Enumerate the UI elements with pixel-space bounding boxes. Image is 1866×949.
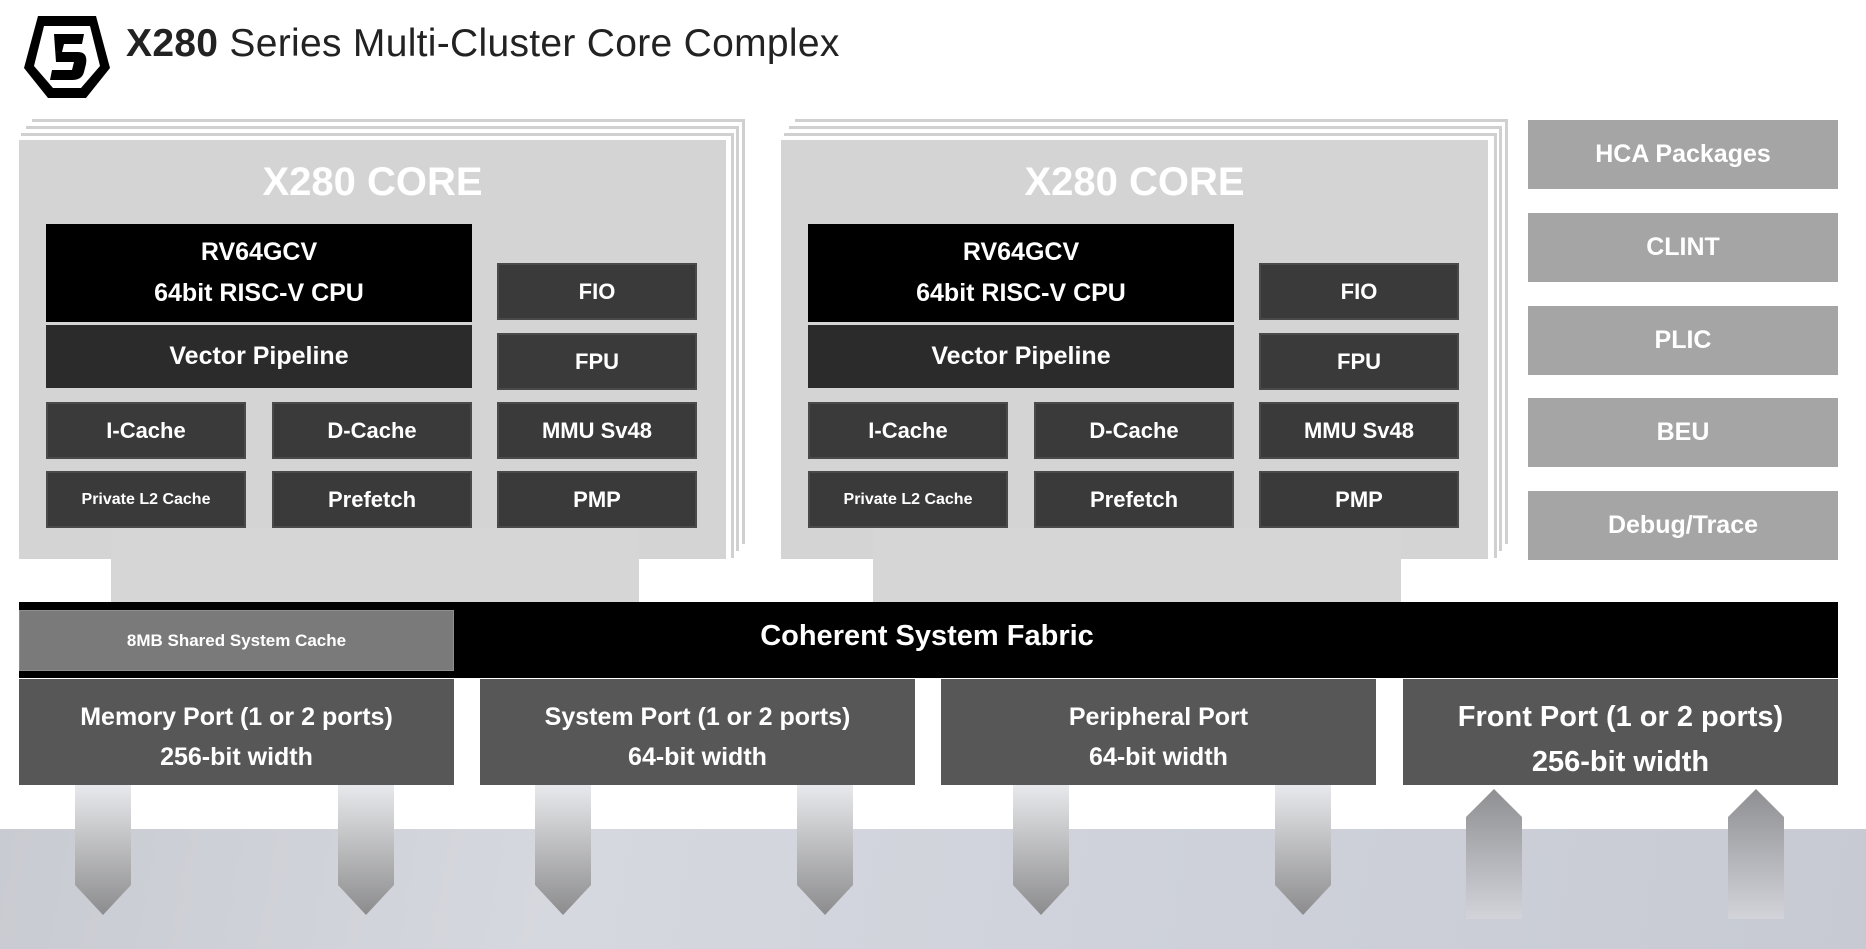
- vector-pipeline: Vector Pipeline: [808, 325, 1234, 388]
- cpu-desc: 64bit RISC-V CPU: [916, 279, 1126, 307]
- beu-block: BEU: [1528, 398, 1838, 467]
- pmp-block: PMP: [1259, 471, 1459, 528]
- system-port: System Port (1 or 2 ports) 64-bit width: [480, 679, 915, 785]
- icache-block: I-Cache: [46, 402, 246, 459]
- prefetch-block: Prefetch: [272, 471, 472, 528]
- logo-icon: [24, 16, 110, 98]
- page-title: X280 Series Multi-Cluster Core Complex: [126, 22, 840, 66]
- prefetch-block: Prefetch: [1034, 471, 1234, 528]
- port-width: 64-bit width: [1089, 743, 1228, 771]
- port-width: 256-bit width: [1531, 746, 1710, 778]
- plic-block: PLIC: [1528, 306, 1838, 375]
- title-text: Series Multi-Cluster Core Complex: [218, 22, 840, 65]
- port-name: System Port (1 or 2 ports): [544, 703, 851, 731]
- port-name: Front Port (1 or 2 ports): [1457, 701, 1784, 733]
- down-arrow-icon: [1275, 785, 1331, 915]
- front-port: Front Port (1 or 2 ports) 256-bit width: [1403, 679, 1838, 785]
- clint-block: CLINT: [1528, 213, 1838, 282]
- fio-block: FIO: [1259, 263, 1459, 320]
- cpu-desc: 64bit RISC-V CPU: [154, 279, 364, 307]
- fpu-block: FPU: [497, 333, 697, 390]
- core-title: X280 CORE: [1024, 160, 1245, 204]
- fpu-block: FPU: [1259, 333, 1459, 390]
- mmu-block: MMU Sv48: [1259, 402, 1459, 459]
- core-stack-layer: [784, 133, 1497, 558]
- vector-pipeline: Vector Pipeline: [46, 325, 472, 388]
- peripheral-port: Peripheral Port 64-bit width: [941, 679, 1376, 785]
- port-width: 256-bit width: [160, 743, 313, 771]
- core-stack-layer: [32, 119, 745, 544]
- core-stack-layer: [789, 126, 1502, 551]
- bottom-background-band: [0, 829, 1866, 949]
- core-stack-layer: [26, 126, 739, 551]
- fabric-label: Coherent System Fabric: [760, 620, 1094, 652]
- title-model: X280: [126, 22, 219, 65]
- shared-system-cache: 8MB Shared System Cache: [19, 610, 454, 671]
- port-name: Memory Port (1 or 2 ports): [80, 703, 393, 731]
- core-fabric-connector: [873, 528, 1401, 602]
- hca-packages-block: HCA Packages: [1528, 120, 1838, 189]
- core-title: X280 CORE: [262, 160, 483, 204]
- port-width: 64-bit width: [628, 743, 767, 771]
- down-arrow-icon: [797, 785, 853, 915]
- core-stack-layer: [21, 133, 734, 558]
- dcache-block: D-Cache: [1034, 402, 1234, 459]
- mmu-block: MMU Sv48: [497, 402, 697, 459]
- core-stack-layer: [795, 119, 1508, 544]
- dcache-block: D-Cache: [272, 402, 472, 459]
- up-arrow-icon: [1728, 789, 1784, 919]
- cpu-block: RV64GCV 64bit RISC-V CPU: [46, 224, 472, 322]
- cpu-isa: RV64GCV: [962, 238, 1080, 266]
- private-l2-cache-block: Private L2 Cache: [808, 471, 1008, 528]
- private-l2-cache-block: Private L2 Cache: [46, 471, 246, 528]
- pmp-block: PMP: [497, 471, 697, 528]
- core-fabric-connector: [111, 528, 639, 602]
- down-arrow-icon: [535, 785, 591, 915]
- debug-trace-block: Debug/Trace: [1528, 491, 1838, 560]
- down-arrow-icon: [1013, 785, 1069, 915]
- down-arrow-icon: [75, 785, 131, 915]
- memory-port: Memory Port (1 or 2 ports) 256-bit width: [19, 679, 454, 785]
- cpu-block: RV64GCV 64bit RISC-V CPU: [808, 224, 1234, 322]
- port-name: Peripheral Port: [1068, 703, 1249, 731]
- down-arrow-icon: [338, 785, 394, 915]
- up-arrow-icon: [1466, 789, 1522, 919]
- cpu-isa: RV64GCV: [200, 238, 318, 266]
- fio-block: FIO: [497, 263, 697, 320]
- icache-block: I-Cache: [808, 402, 1008, 459]
